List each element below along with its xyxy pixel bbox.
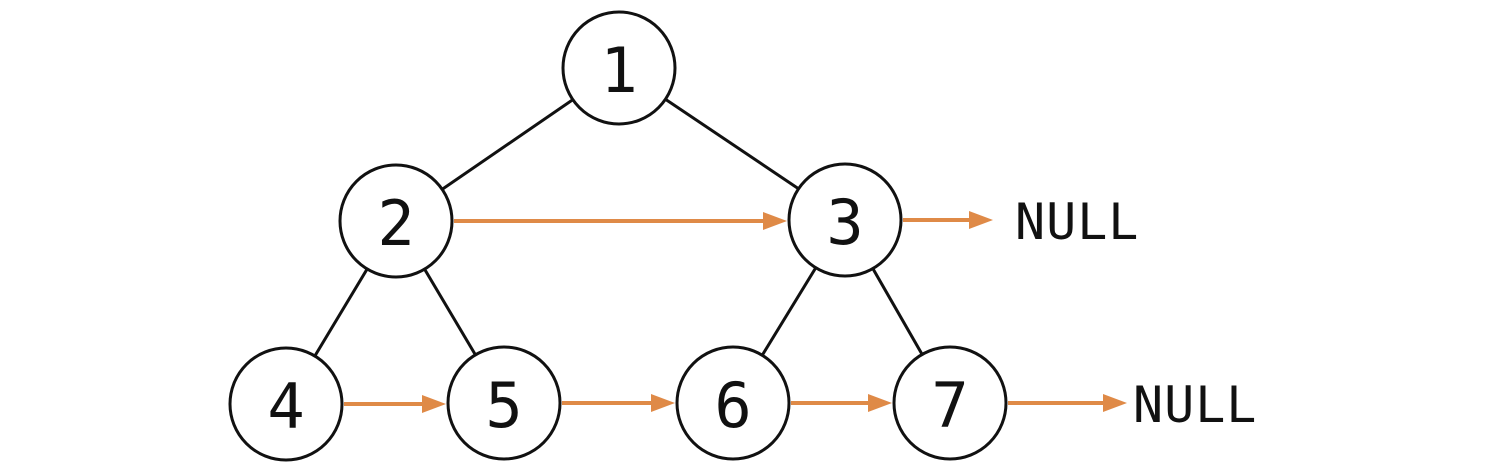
next-pointer-arrowhead-3 (969, 211, 993, 229)
tree-node-label-1: 1 (600, 34, 637, 107)
next-pointer-arrowhead-4 (422, 395, 446, 413)
tree-node-label-6: 6 (714, 369, 751, 442)
tree-node-circle-5 (446, 345, 562, 461)
tree-node-circle-1 (561, 10, 677, 126)
tree-node-label-3: 3 (826, 186, 863, 259)
tree-node-circle-6 (675, 345, 791, 461)
tree-node-circle-4 (228, 346, 344, 462)
null-label-7: NULL (1133, 376, 1257, 434)
null-label-3: NULL (1015, 193, 1139, 251)
tree-node-label-7: 7 (931, 369, 968, 442)
next-pointer-arrowhead-2 (763, 212, 787, 230)
tree-node-label-5: 5 (485, 369, 522, 442)
next-pointer-arrowhead-7 (1103, 394, 1127, 412)
tree-node-label-4: 4 (267, 370, 304, 443)
next-pointer-arrowhead-5 (651, 394, 675, 412)
tree-node-label-2: 2 (377, 187, 414, 260)
tree-node-circle-7 (892, 345, 1008, 461)
tree-node-circle-2 (338, 163, 454, 279)
next-pointer-arrowhead-6 (868, 394, 892, 412)
tree-node-circle-3 (787, 162, 903, 278)
